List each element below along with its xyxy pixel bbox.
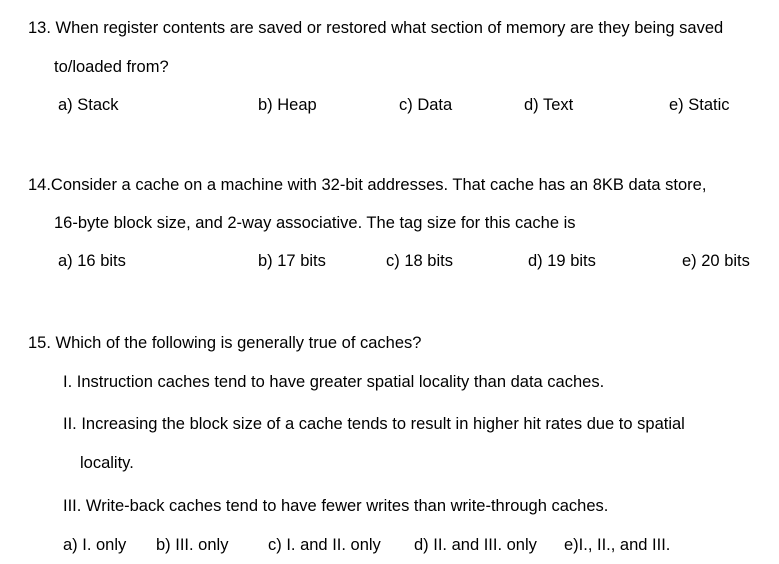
question-15-statement-3: III. Write-back caches tend to have fewe…	[63, 497, 609, 515]
question-14-text-line-1: 14.Consider a cache on a machine with 32…	[28, 176, 707, 194]
question-15-option-a[interactable]: a) I. only	[63, 536, 127, 554]
question-15-statement-1: I. Instruction caches tend to have great…	[63, 373, 605, 391]
question-14-option-b[interactable]: b) 17 bits	[258, 252, 326, 270]
question-13-option-a[interactable]: a) Stack	[58, 96, 119, 114]
question-14-option-a[interactable]: a) 16 bits	[58, 252, 126, 270]
question-13-text-line-1: 13. When register contents are saved or …	[28, 19, 724, 37]
question-15-text-line-1: 15. Which of the following is generally …	[28, 334, 422, 352]
question-14-text-line-2: 16-byte block size, and 2-way associativ…	[54, 214, 576, 232]
question-15-statement-2: II. Increasing the block size of a cache…	[63, 415, 685, 433]
question-14-option-d[interactable]: d) 19 bits	[528, 252, 596, 270]
question-14-option-e[interactable]: e) 20 bits	[682, 252, 750, 270]
question-13-option-b[interactable]: b) Heap	[258, 96, 317, 114]
question-15-option-c[interactable]: c) I. and II. only	[268, 536, 381, 554]
question-13-option-e[interactable]: e) Static	[669, 96, 730, 114]
question-13-text-line-2: to/loaded from?	[54, 58, 169, 76]
question-15-option-d[interactable]: d) II. and III. only	[414, 536, 537, 554]
question-13-option-d[interactable]: d) Text	[524, 96, 574, 114]
question-15-option-b[interactable]: b) III. only	[156, 536, 229, 554]
question-15-option-e[interactable]: e)I., II., and III.	[564, 536, 671, 554]
question-14-option-c[interactable]: c) 18 bits	[386, 252, 453, 270]
question-13-option-c[interactable]: c) Data	[399, 96, 453, 114]
question-15-statement-2-continued: locality.	[80, 454, 134, 472]
